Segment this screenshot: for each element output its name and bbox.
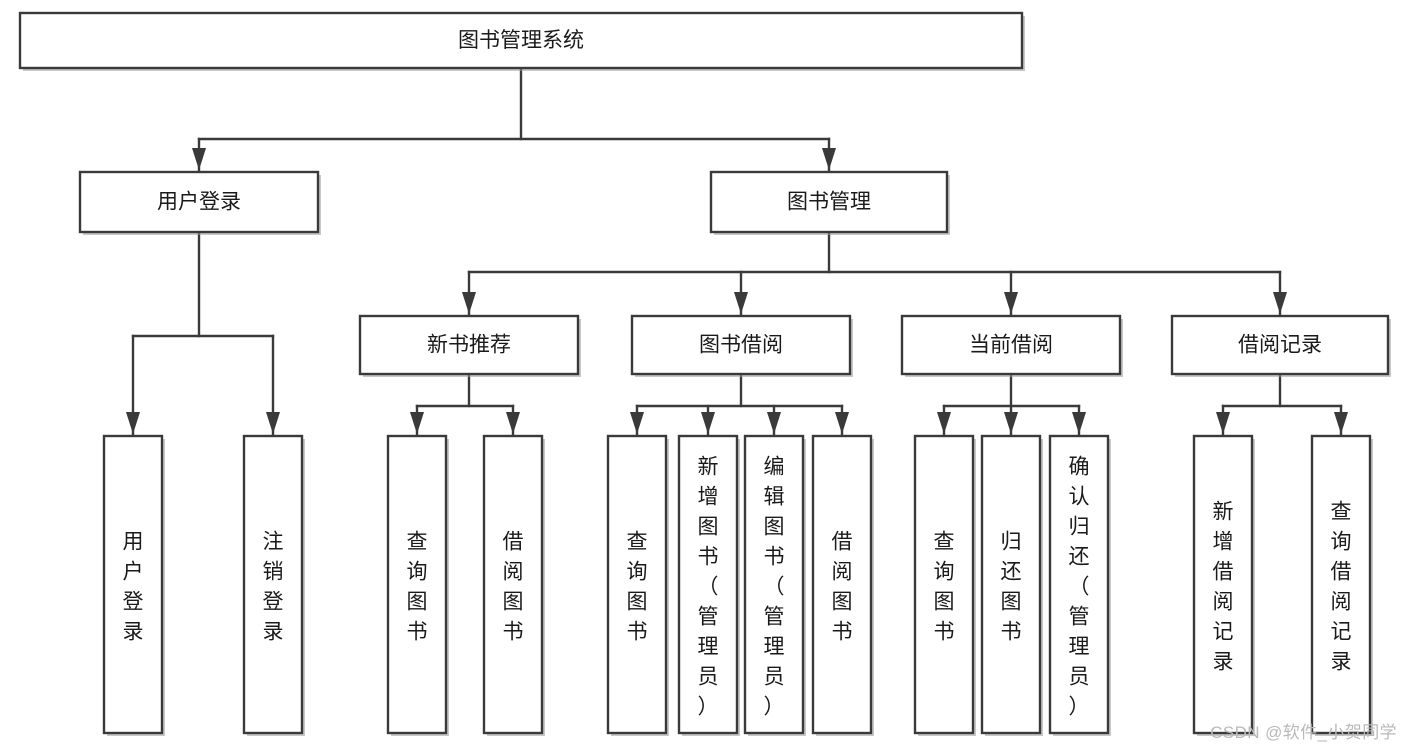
node-book-manage[interactable]: 图书管理 (709, 170, 950, 235)
node-new-book-rec[interactable]: 新书推荐 (358, 314, 581, 377)
node-label: 新书推荐 (427, 334, 511, 357)
node-leaf-borrow-book[interactable]: 借阅图书 (811, 434, 874, 736)
node-book-borrow[interactable]: 图书借阅 (630, 314, 853, 377)
node-box[interactable] (1048, 434, 1110, 735)
node-label: 借阅记录 (1238, 334, 1322, 357)
node-leaf-add-record[interactable]: 新增借阅记录 (1192, 434, 1255, 736)
node-user-login[interactable]: 用户登录 (78, 170, 321, 235)
node-box[interactable] (482, 434, 544, 735)
node-box[interactable] (980, 434, 1042, 735)
node-current-borrow[interactable]: 当前借阅 (900, 314, 1123, 377)
connector-bookmanage-to-level2 (462, 230, 1287, 316)
node-box[interactable] (78, 170, 320, 234)
node-leaf-borrow-book-rec[interactable]: 借阅图书 (482, 434, 545, 736)
connector-new-book-rec-to-leaves (410, 372, 520, 436)
node-leaf-query-book-rec[interactable]: 查询图书 (386, 434, 449, 736)
node-label: 新增借阅记录 (1213, 501, 1234, 674)
connector-current-borrow-to-leaves (937, 372, 1086, 436)
node-label: 归还图书 (1001, 531, 1022, 644)
node-label: 用户登录 (123, 531, 144, 644)
node-label: 图书借阅 (699, 334, 783, 357)
node-label: 查询图书 (934, 531, 955, 644)
node-box[interactable] (1170, 314, 1390, 376)
node-box[interactable] (743, 434, 805, 735)
node-label: 当前借阅 (969, 334, 1053, 357)
node-label: 新增图书（管理员） (698, 456, 719, 719)
node-root[interactable]: 图书管理系统 (18, 11, 1025, 71)
node-label: 注销登录 (263, 531, 284, 644)
node-leaf-confirm-return[interactable]: 确认归还（管理员） (1048, 434, 1111, 736)
node-box[interactable] (102, 434, 164, 735)
node-leaf-logout[interactable]: 注销登录 (242, 434, 305, 736)
node-label: 编辑图书（管理员） (764, 456, 785, 719)
node-leaf-edit-book[interactable]: 编辑图书（管理员） (743, 434, 806, 736)
node-label: 查询图书 (627, 531, 648, 644)
node-label: 借阅图书 (503, 531, 524, 644)
node-label: 借阅图书 (832, 531, 853, 644)
node-box[interactable] (358, 314, 580, 376)
node-leaf-query-book[interactable]: 查询图书 (606, 434, 669, 736)
connector-layer (126, 66, 1348, 436)
node-box[interactable] (1310, 434, 1372, 735)
connector-borrow-record-to-leaves (1216, 372, 1348, 436)
node-label: 确认归还（管理员） (1069, 456, 1090, 719)
node-label: 查询借阅记录 (1331, 501, 1352, 674)
node-box[interactable] (630, 314, 852, 376)
node-leaf-query-book-cur[interactable]: 查询图书 (913, 434, 976, 736)
node-box[interactable] (1192, 434, 1254, 735)
connector-book-borrow-to-leaves (630, 372, 849, 436)
node-leaf-user-login[interactable]: 用户登录 (102, 434, 165, 736)
connector-user-login-to-leaves (126, 230, 280, 436)
node-label: 图书管理 (787, 191, 871, 214)
node-borrow-record[interactable]: 借阅记录 (1170, 314, 1391, 377)
node-box[interactable] (386, 434, 448, 735)
node-box[interactable] (900, 314, 1122, 376)
node-leaf-query-record[interactable]: 查询借阅记录 (1310, 434, 1373, 736)
node-box[interactable] (913, 434, 975, 735)
node-box[interactable] (811, 434, 873, 735)
node-layer: 图书管理系统用户登录图书管理新书推荐图书借阅当前借阅借阅记录用户登录注销登录查询… (18, 11, 1391, 736)
node-label: 查询图书 (407, 531, 428, 644)
node-box[interactable] (606, 434, 668, 735)
node-box[interactable] (709, 170, 949, 234)
connector-root-to-level1 (192, 66, 836, 172)
node-box[interactable] (677, 434, 739, 735)
node-box[interactable] (18, 11, 1024, 70)
node-label: 图书管理系统 (458, 29, 584, 52)
node-label: 用户登录 (157, 191, 241, 214)
node-leaf-return-book[interactable]: 归还图书 (980, 434, 1043, 736)
node-box[interactable] (242, 434, 304, 735)
node-leaf-add-book[interactable]: 新增图书（管理员） (677, 434, 740, 736)
